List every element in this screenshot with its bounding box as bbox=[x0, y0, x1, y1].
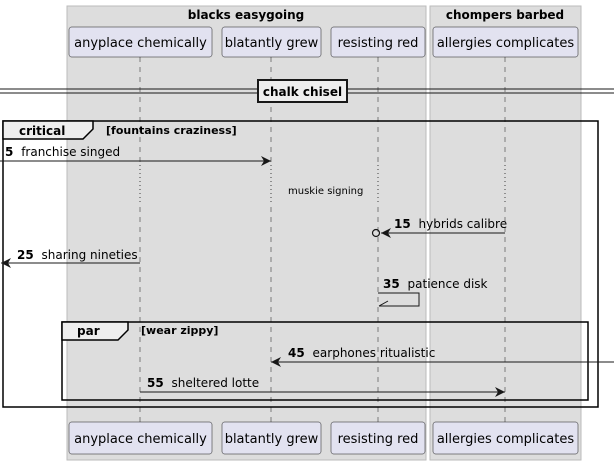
message-text: patience disk bbox=[408, 277, 488, 291]
svg-text:35 patience disk: 35 patience disk bbox=[383, 277, 488, 291]
message-25: 25 sharing nineties bbox=[1, 248, 140, 268]
frame-par: par [wear zippy] bbox=[61, 321, 589, 401]
svg-text:45 earphones ritualistic: 45 earphones ritualistic bbox=[288, 346, 435, 360]
message-text: earphones ritualistic bbox=[313, 346, 436, 360]
svg-text:55 sheltered lotte: 55 sheltered lotte bbox=[147, 376, 259, 390]
participant-label: blatantly grew bbox=[225, 36, 319, 51]
participant-label: resisting red bbox=[338, 432, 419, 447]
frame-par-keyword: par bbox=[77, 324, 100, 338]
participant-label: anyplace chemically bbox=[74, 432, 207, 447]
divider: chalk chisel bbox=[0, 79, 614, 103]
participant-bottom-blatantly-grew: blatantly grew bbox=[221, 421, 322, 455]
message-number: 5 bbox=[5, 145, 13, 159]
half-arrow-icon bbox=[378, 300, 389, 307]
message-number: 15 bbox=[394, 217, 411, 231]
frame-critical: critical [fountains craziness] bbox=[2, 120, 599, 408]
message-5: 5 franchise singed bbox=[0, 145, 271, 166]
message-35: 35 patience disk bbox=[378, 277, 488, 307]
participant-top-blatantly-grew: blatantly grew bbox=[221, 26, 322, 58]
participant-label: blatantly grew bbox=[225, 432, 319, 447]
participant-bottom-anyplace-chemically: anyplace chemically bbox=[68, 421, 213, 455]
message-number: 25 bbox=[17, 248, 34, 262]
box-title-chompers-barbed: chompers barbed bbox=[446, 8, 564, 22]
participant-top-anyplace-chemically: anyplace chemically bbox=[68, 26, 213, 58]
message-number: 45 bbox=[288, 346, 305, 360]
lost-message-circle-icon bbox=[371, 228, 381, 238]
box-blacks-easygoing bbox=[66, 5, 427, 461]
svg-text:5 franchise singed: 5 franchise singed bbox=[5, 145, 120, 159]
message-15: 15 hybrids calibre bbox=[371, 217, 507, 238]
frame-par-condition: [wear zippy] bbox=[141, 324, 218, 337]
participant-label: allergies complicates bbox=[437, 432, 575, 447]
participant-label: resisting red bbox=[338, 36, 419, 51]
participant-top-allergies-complicates: allergies complicates bbox=[432, 26, 579, 58]
svg-text:15 hybrids calibre: 15 hybrids calibre bbox=[394, 217, 507, 231]
message-55: 55 sheltered lotte bbox=[140, 376, 505, 397]
message-text: franchise singed bbox=[21, 145, 120, 159]
delay-segments bbox=[138, 165, 507, 205]
svg-text:25 sharing nineties: 25 sharing nineties bbox=[17, 248, 138, 262]
message-text: sharing nineties bbox=[42, 248, 138, 262]
message-45: 45 earphones ritualistic bbox=[271, 346, 614, 367]
participant-bottom-resisting-red: resisting red bbox=[330, 421, 426, 455]
participant-bottom-allergies-complicates: allergies complicates bbox=[432, 421, 579, 455]
frame-critical-keyword: critical bbox=[19, 124, 65, 138]
box-title-blacks-easygoing: blacks easygoing bbox=[188, 8, 305, 22]
participant-label: allergies complicates bbox=[437, 36, 575, 51]
message-number: 55 bbox=[147, 376, 164, 390]
message-text: sheltered lotte bbox=[172, 376, 260, 390]
message-text: hybrids calibre bbox=[419, 217, 508, 231]
participant-label: anyplace chemically bbox=[74, 36, 207, 51]
participant-top-resisting-red: resisting red bbox=[330, 26, 426, 58]
delay-label: muskie signing bbox=[288, 186, 363, 197]
message-number: 35 bbox=[383, 277, 400, 291]
frame-critical-condition: [fountains craziness] bbox=[106, 124, 237, 137]
divider-label: chalk chisel bbox=[263, 85, 342, 99]
